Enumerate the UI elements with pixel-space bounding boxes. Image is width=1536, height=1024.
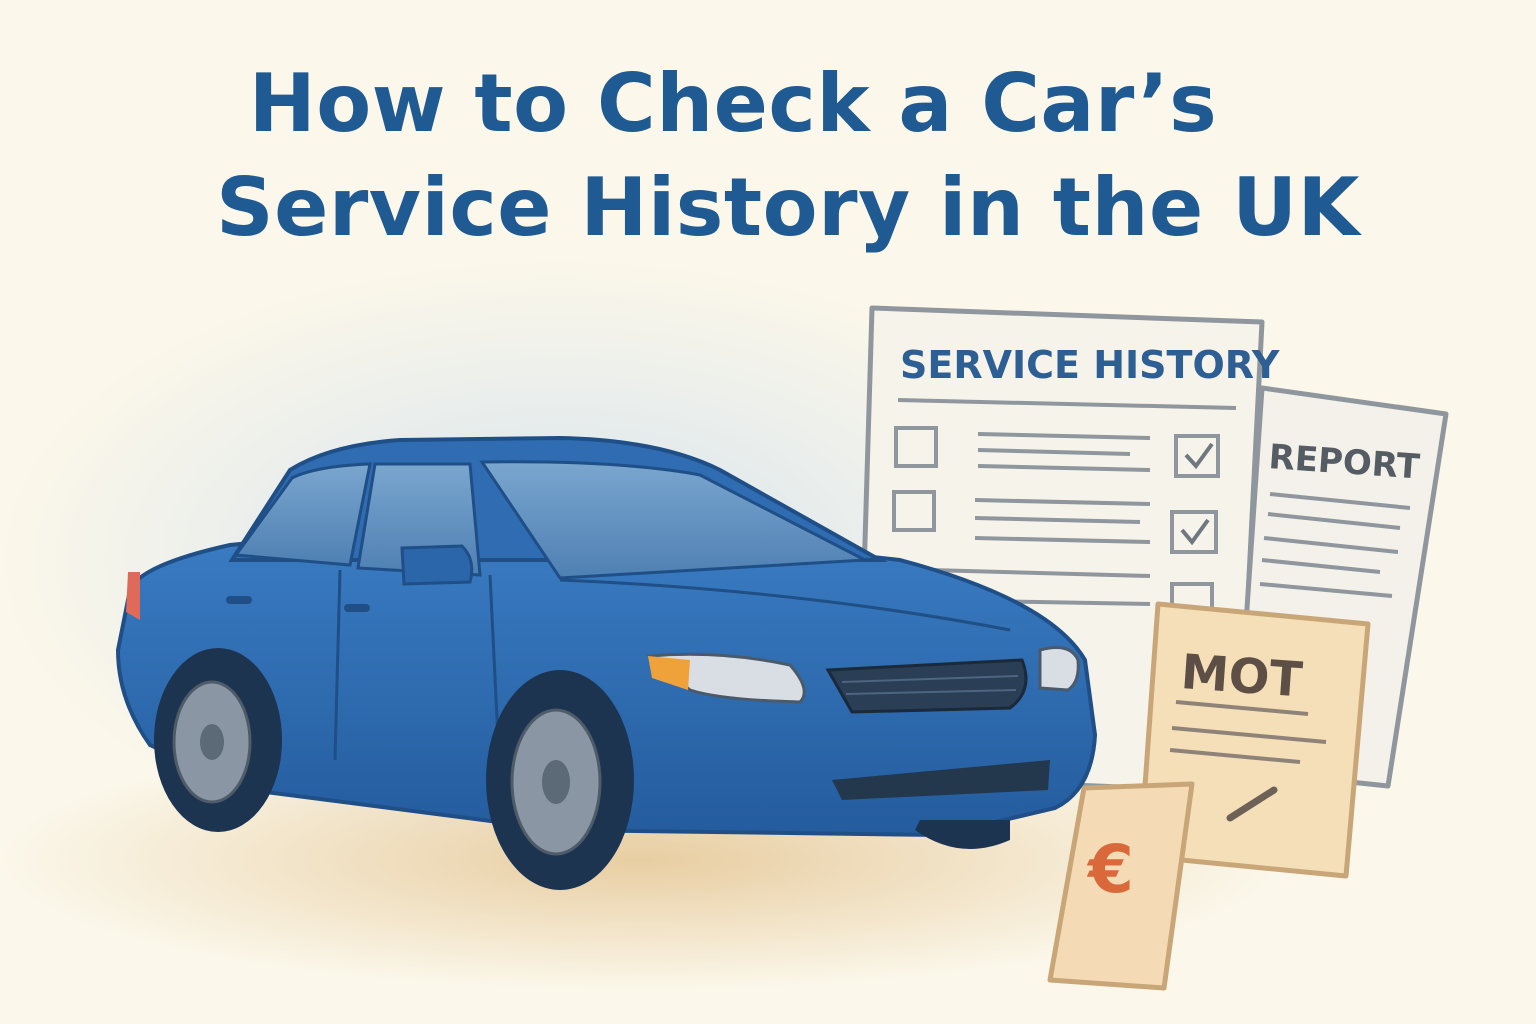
check-box-checked — [1174, 434, 1220, 478]
euro-icon: € — [1086, 831, 1134, 908]
rear-wheel — [154, 648, 282, 832]
pen-mark — [1226, 786, 1278, 822]
headlight — [1038, 646, 1080, 692]
price-tag: € — [1047, 781, 1195, 991]
title-line-2: Service History in the UK — [215, 161, 1361, 254]
rear-window — [233, 462, 372, 567]
mot-certificate: MOT — [1137, 601, 1371, 879]
page-title: How to Check a Car’s Service History in … — [0, 52, 1536, 260]
front-right-wheel — [915, 820, 1010, 849]
mot-heading: MOT — [1179, 644, 1304, 708]
check-box-checked — [1170, 510, 1218, 554]
blue-car — [115, 435, 1098, 890]
front-wheel — [486, 670, 634, 890]
service-history-heading: SERVICE HISTORY — [900, 343, 1280, 387]
door-handle — [226, 596, 252, 604]
lower-grille — [832, 760, 1050, 800]
windshield — [479, 460, 871, 580]
title-line-1: How to Check a Car’s — [248, 57, 1218, 150]
grille — [825, 658, 1028, 714]
side-mirror — [400, 544, 474, 586]
door-handle — [344, 604, 370, 612]
